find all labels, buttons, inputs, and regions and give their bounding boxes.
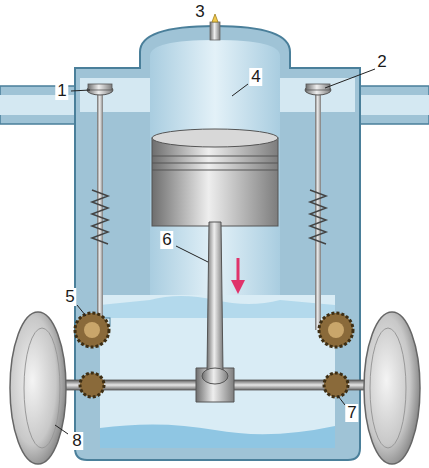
cam-gear-right xyxy=(319,313,353,347)
cam-gear-left xyxy=(75,313,109,347)
engine-housing xyxy=(75,26,360,460)
intake-port xyxy=(80,78,150,112)
callout-number: 8 xyxy=(70,432,83,450)
piston xyxy=(152,129,278,226)
leader-lines xyxy=(55,69,375,434)
callout-number: 6 xyxy=(160,231,173,249)
exhaust-valve xyxy=(305,84,331,330)
callout-number: 1 xyxy=(55,82,68,100)
connecting-rod xyxy=(202,222,228,384)
flywheel-left xyxy=(10,312,66,464)
flywheel-right xyxy=(364,312,420,464)
callout-number: 7 xyxy=(345,404,358,422)
callout-number: 2 xyxy=(375,53,388,71)
crank-gear-right xyxy=(324,373,348,397)
spark-plug xyxy=(210,14,220,40)
callout-number: 5 xyxy=(63,288,76,306)
callout-number: 3 xyxy=(193,3,206,21)
callout-number: 4 xyxy=(249,68,262,86)
oil-sump xyxy=(100,424,335,448)
crank-throw xyxy=(196,368,234,402)
crank-gear-left xyxy=(80,373,104,397)
motion-arrow xyxy=(231,258,245,294)
intake-valve xyxy=(87,84,113,330)
